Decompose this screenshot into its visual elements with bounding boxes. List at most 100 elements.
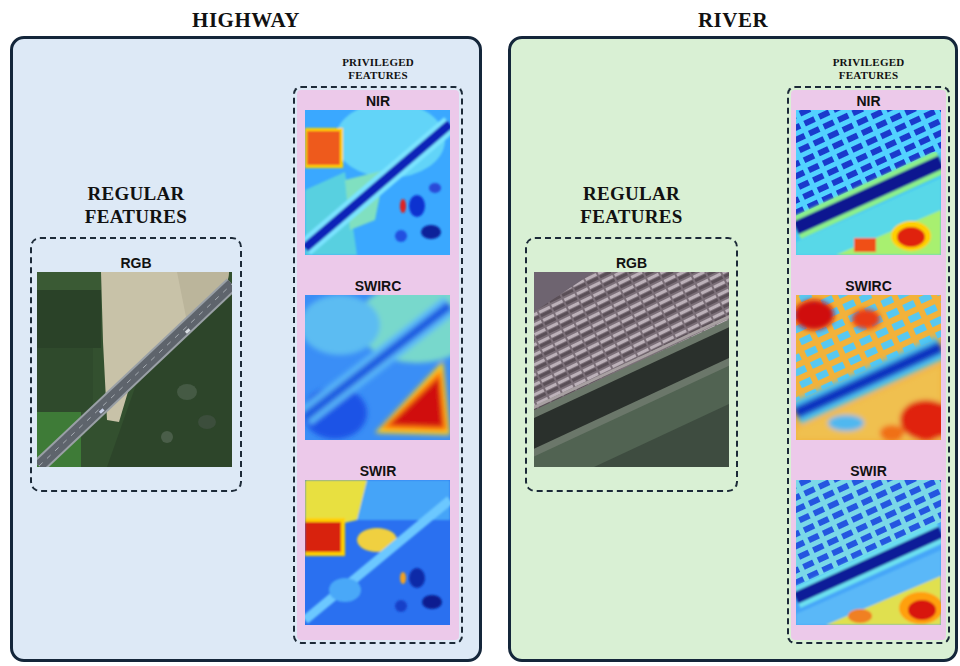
image-detail: [305, 480, 450, 625]
group-heading: PRIVILEGED FEATURES: [819, 56, 919, 82]
image-detail: [300, 283, 477, 439]
image-detail: [305, 128, 343, 168]
image-detail: [389, 377, 443, 427]
text-slot: PRIVILEGED FEATURES: [819, 56, 919, 83]
image-detail: [305, 124, 450, 248]
text-slot: RIVER: [511, 8, 955, 32]
image-detail: [37, 348, 93, 412]
text-slot: SWIRC: [789, 277, 948, 295]
image-detail: [796, 532, 941, 598]
panel-box: HIGHWAYREGULAR FEATURESRGBPRIVILEGED FEA…: [10, 36, 482, 662]
image-detail: [305, 518, 345, 556]
image-detail: [177, 384, 197, 400]
image-detail: [400, 199, 406, 213]
text-slot: NIR: [789, 92, 948, 110]
image-detail: [300, 295, 380, 355]
image-detail: [796, 162, 941, 228]
text-slot: RGB: [32, 254, 240, 272]
image-detail: [796, 532, 943, 625]
image-label: RGB: [616, 255, 647, 272]
image-detail: [198, 415, 216, 429]
image-detail: [534, 272, 594, 312]
swir-image: [305, 480, 450, 625]
image-detail: [836, 210, 941, 255]
image-detail: [409, 568, 425, 588]
image-detail: [305, 522, 341, 552]
image-detail: [99, 408, 105, 414]
text-slot: RGB: [527, 254, 736, 272]
text-slot: SWIRC: [295, 277, 461, 295]
image-detail: [37, 272, 101, 348]
image-detail: [422, 595, 442, 609]
image-detail: [400, 572, 406, 584]
group-heading: REGULAR FEATURES: [547, 182, 717, 230]
image-label: RGB: [120, 255, 151, 272]
image-detail: [185, 328, 191, 334]
feature-group: REGULAR FEATURESRGB: [525, 237, 738, 492]
image-label: SWIRC: [355, 278, 402, 295]
image-detail: [524, 338, 739, 438]
image-detail: [796, 162, 941, 228]
image-detail: [37, 272, 101, 290]
image-label: SWIRC: [845, 278, 892, 295]
image-detail: [305, 500, 450, 620]
image-detail: [524, 312, 739, 412]
group-heading: REGULAR FEATURES: [51, 182, 221, 230]
image-detail: [880, 425, 904, 441]
image-detail: [161, 431, 173, 443]
image-detail: [848, 609, 872, 623]
image-detail: [852, 309, 880, 329]
image-label: SWIR: [850, 463, 887, 480]
image-detail: [796, 110, 941, 255]
image-detail: [395, 600, 407, 612]
image-detail: [39, 284, 232, 466]
image-detail: [329, 578, 361, 602]
image-detail: [305, 124, 450, 248]
image-detail: [796, 162, 941, 255]
image-detail: [375, 361, 450, 435]
panel-ground: [11, 37, 481, 661]
privileged-ground: [297, 90, 459, 640]
rgb-image: [37, 272, 232, 467]
image-detail: [39, 284, 232, 466]
image-detail: [899, 592, 943, 624]
image-detail: [395, 230, 407, 242]
image-detail: [305, 480, 450, 620]
swirc-image: [300, 283, 477, 440]
image-label: NIR: [856, 93, 880, 110]
rgb-image: [524, 272, 739, 467]
image-detail: [854, 238, 876, 252]
privileged-ground: [791, 90, 946, 640]
text-slot: NIR: [295, 92, 461, 110]
text-slot: REGULAR FEATURES: [547, 182, 717, 230]
text-slot: REGULAR FEATURES: [51, 182, 221, 230]
nir-image: [796, 110, 941, 255]
text-slot: SWIR: [789, 462, 948, 480]
image-detail: [409, 195, 425, 217]
image-detail: [891, 221, 931, 251]
image-detail: [524, 338, 739, 438]
image-detail: [908, 600, 936, 620]
image-detail: [307, 131, 340, 165]
panel-title: HIGHWAY: [192, 8, 300, 32]
image-detail: [429, 183, 441, 193]
image-detail: [796, 480, 941, 625]
text-slot: PRIVILEGED FEATURES: [328, 56, 428, 83]
image-detail: [897, 227, 925, 247]
image-detail: [794, 300, 952, 441]
swirc-image: [794, 295, 952, 441]
panel-box: RIVERREGULAR FEATURESRGBPRIVILEGED FEATU…: [508, 36, 958, 662]
image-label: NIR: [366, 93, 390, 110]
image-detail: [828, 415, 864, 431]
text-slot: HIGHWAY: [13, 8, 479, 32]
swir-image: [796, 480, 943, 625]
image-detail: [421, 225, 441, 239]
image-detail: [381, 369, 447, 431]
group-heading: PRIVILEGED FEATURES: [328, 56, 428, 82]
panel-title: RIVER: [698, 8, 768, 32]
image-detail: [305, 102, 450, 255]
panel-ground: [509, 37, 957, 661]
image-detail: [794, 300, 834, 330]
image-detail: [796, 532, 941, 598]
